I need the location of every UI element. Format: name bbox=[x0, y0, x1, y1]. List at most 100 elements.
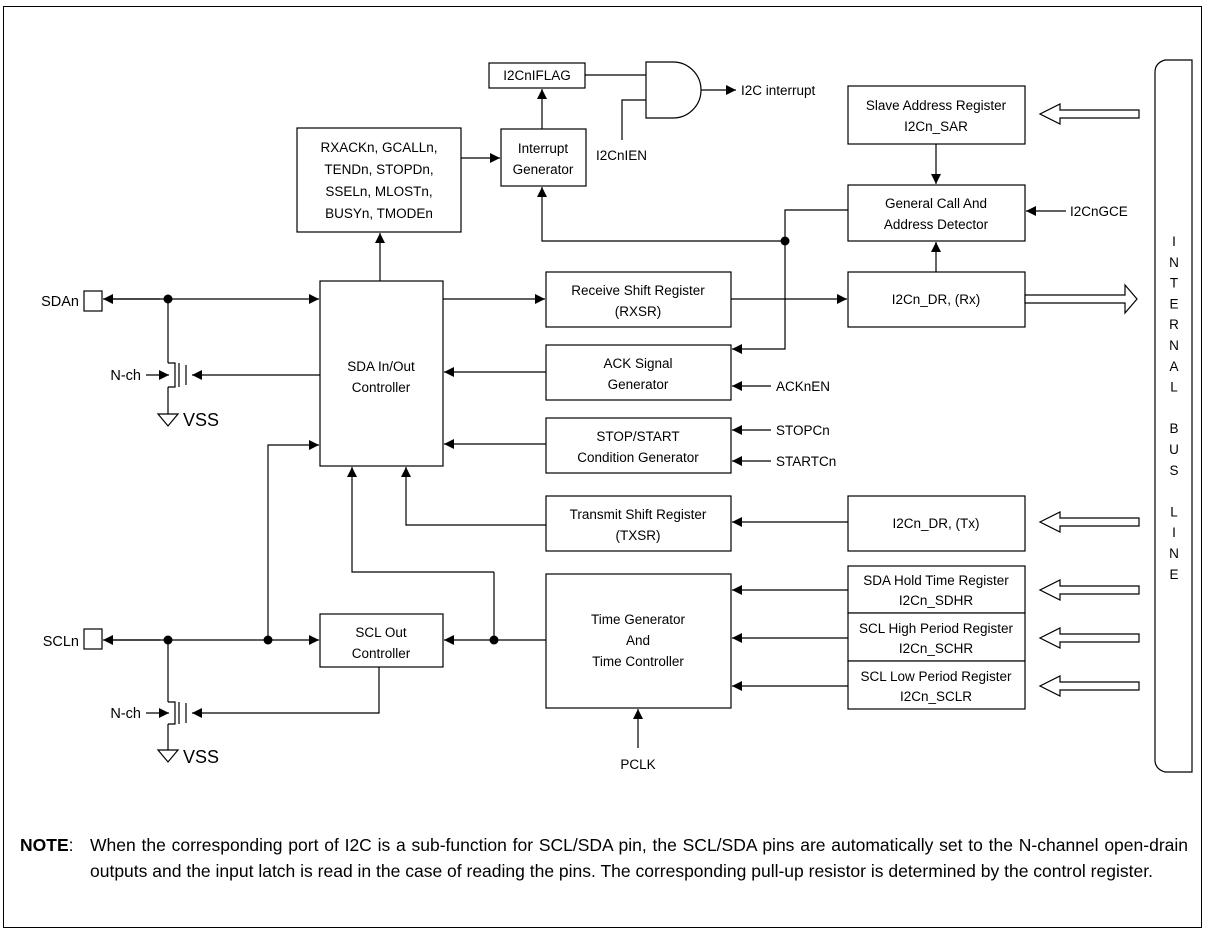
sda-hold-register-box bbox=[847, 565, 1026, 614]
nch-transistor-scl bbox=[168, 701, 180, 725]
stop-start-generator-label: STOP/START bbox=[596, 429, 679, 444]
wire-txsr-to-sda bbox=[401, 467, 546, 526]
junction-dot bbox=[780, 236, 790, 246]
nch-label-sda: N-ch bbox=[110, 368, 141, 384]
time-generator-label: And bbox=[626, 633, 650, 648]
bus-arrow-sdhr bbox=[1038, 579, 1140, 601]
bus-arrow-dr-tx bbox=[1038, 511, 1140, 533]
stop-start-generator-box bbox=[545, 417, 732, 474]
interrupt-generator-label: Generator bbox=[513, 162, 574, 177]
bus-line-letter: U bbox=[1169, 442, 1179, 457]
receive-shift-register-label: Receive Shift Register bbox=[571, 283, 705, 298]
i2c-iflag-label: I2CnIFLAG bbox=[503, 68, 571, 83]
scl-low-register-label: SCL Low Period Register bbox=[860, 669, 1012, 684]
scl-low-register-box bbox=[847, 660, 1026, 710]
scl-pin-box bbox=[83, 628, 103, 650]
vss-label-scl: VSS bbox=[183, 747, 219, 767]
status-flags-box bbox=[296, 127, 462, 233]
nch-transistor-sda bbox=[168, 362, 180, 388]
i2c-gce-label: I2CnGCE bbox=[1070, 204, 1128, 219]
i2c-dr-rx-label: I2Cn_DR, (Rx) bbox=[892, 292, 981, 307]
sda-controller-label: Controller bbox=[352, 380, 411, 395]
sda-controller-label: SDA In/Out bbox=[347, 359, 415, 374]
bus-arrow-sar bbox=[1038, 103, 1140, 125]
i2c-dr-tx-label: I2Cn_DR, (Tx) bbox=[892, 516, 979, 531]
bus-line-letter: I bbox=[1172, 234, 1176, 249]
time-generator-box bbox=[545, 573, 732, 709]
i2c-interrupt-label: I2C interrupt bbox=[741, 83, 816, 98]
general-call-detector-label: Address Detector bbox=[884, 217, 989, 232]
sda-pin-label: SDAn bbox=[41, 294, 79, 310]
ack-generator-label: ACK Signal bbox=[603, 356, 672, 371]
i2c-ien-label: I2CnIEN bbox=[596, 148, 647, 163]
bus-line-letter: N bbox=[1169, 338, 1179, 353]
wire-detector-to-bus bbox=[732, 209, 848, 354]
acken-label: ACKnEN bbox=[776, 379, 830, 394]
wire-scl-to-sda-in bbox=[267, 440, 319, 640]
bus-arrow-sclr bbox=[1038, 675, 1140, 697]
vss-label-sda: VSS bbox=[183, 410, 219, 430]
bus-line-letter: S bbox=[1169, 463, 1178, 478]
slave-address-register-box bbox=[847, 85, 1026, 145]
bus-arrow-schr bbox=[1038, 627, 1140, 649]
transmit-shift-register-label: (TXSR) bbox=[616, 528, 661, 543]
bus-line-letter: L bbox=[1170, 504, 1178, 519]
slave-address-register-label: Slave Address Register bbox=[866, 98, 1007, 113]
sda-controller-box bbox=[319, 280, 444, 467]
startc-label: STARTCn bbox=[776, 454, 836, 469]
wire-bus-to-intgen bbox=[537, 187, 785, 242]
i2c-dr-tx-box bbox=[847, 495, 1026, 552]
status-flags-line: BUSYn, TMODEn bbox=[325, 206, 433, 221]
time-generator-label: Time Generator bbox=[591, 612, 686, 627]
scl-out-controller-box bbox=[319, 613, 444, 668]
scl-high-register-label: I2Cn_SCHR bbox=[899, 641, 974, 656]
note-label: NOTE: bbox=[20, 835, 74, 855]
wire-sclout-to-nch bbox=[192, 667, 380, 718]
scl-out-controller-label: Controller bbox=[352, 646, 411, 661]
scl-high-register-box bbox=[847, 612, 1026, 662]
wire-timegen-sda-route bbox=[347, 467, 494, 573]
ground-icon-sda bbox=[156, 413, 180, 427]
scl-out-controller-label: SCL Out bbox=[355, 625, 407, 640]
bus-line-letter: R bbox=[1169, 317, 1179, 332]
stopc-label: STOPCn bbox=[776, 423, 830, 438]
junction-dot bbox=[263, 635, 273, 645]
note-block: NOTE: When the corresponding port of I2C… bbox=[20, 832, 1188, 884]
time-generator-label: Time Controller bbox=[592, 654, 684, 669]
bus-line-letter: T bbox=[1170, 276, 1178, 291]
transmit-shift-register-label: Transmit Shift Register bbox=[570, 507, 707, 522]
sda-hold-register-label: I2Cn_SDHR bbox=[899, 593, 974, 608]
bus-line-letter: E bbox=[1169, 567, 1178, 582]
sda-pin-box bbox=[83, 290, 103, 312]
bus-line-letter: B bbox=[1169, 421, 1178, 436]
status-flags-line: RXACKn, GCALLn, bbox=[320, 140, 437, 155]
scl-pin-label: SCLn bbox=[43, 634, 79, 650]
status-flags-line: TENDn, STOPDn, bbox=[324, 162, 433, 177]
wire-ien-to-and bbox=[621, 99, 646, 140]
ack-generator-label: Generator bbox=[608, 377, 669, 392]
interrupt-generator-label: Interrupt bbox=[518, 141, 569, 156]
note-text: When the corresponding port of I2C is a … bbox=[90, 835, 1188, 881]
general-call-detector-box bbox=[847, 184, 1026, 242]
bus-line-letter: A bbox=[1169, 359, 1178, 374]
nch-label-scl: N-ch bbox=[110, 706, 141, 722]
scl-low-register-label: I2Cn_SCLR bbox=[900, 689, 972, 704]
scl-high-register-label: SCL High Period Register bbox=[859, 621, 1014, 636]
bus-line-letter: N bbox=[1169, 255, 1179, 270]
status-flags-line: SSELn, MLOSTn, bbox=[325, 184, 432, 199]
internal-bus-bracket bbox=[1154, 59, 1193, 773]
and-gate bbox=[645, 61, 702, 119]
i2c-dr-rx-box bbox=[847, 271, 1026, 328]
bus-line-letter: N bbox=[1169, 546, 1179, 561]
sda-hold-register-label: SDA Hold Time Register bbox=[863, 573, 1009, 588]
i2c-iflag-box bbox=[488, 62, 586, 89]
figure-frame bbox=[3, 6, 1202, 928]
junction-dot bbox=[163, 294, 173, 304]
bus-line-letter: I bbox=[1172, 525, 1176, 540]
interrupt-generator-box bbox=[500, 128, 587, 187]
ground-icon-scl bbox=[156, 749, 180, 763]
stop-start-generator-label: Condition Generator bbox=[577, 450, 699, 465]
bus-line-letter: L bbox=[1170, 380, 1178, 395]
bus-line-letter: E bbox=[1169, 296, 1178, 311]
